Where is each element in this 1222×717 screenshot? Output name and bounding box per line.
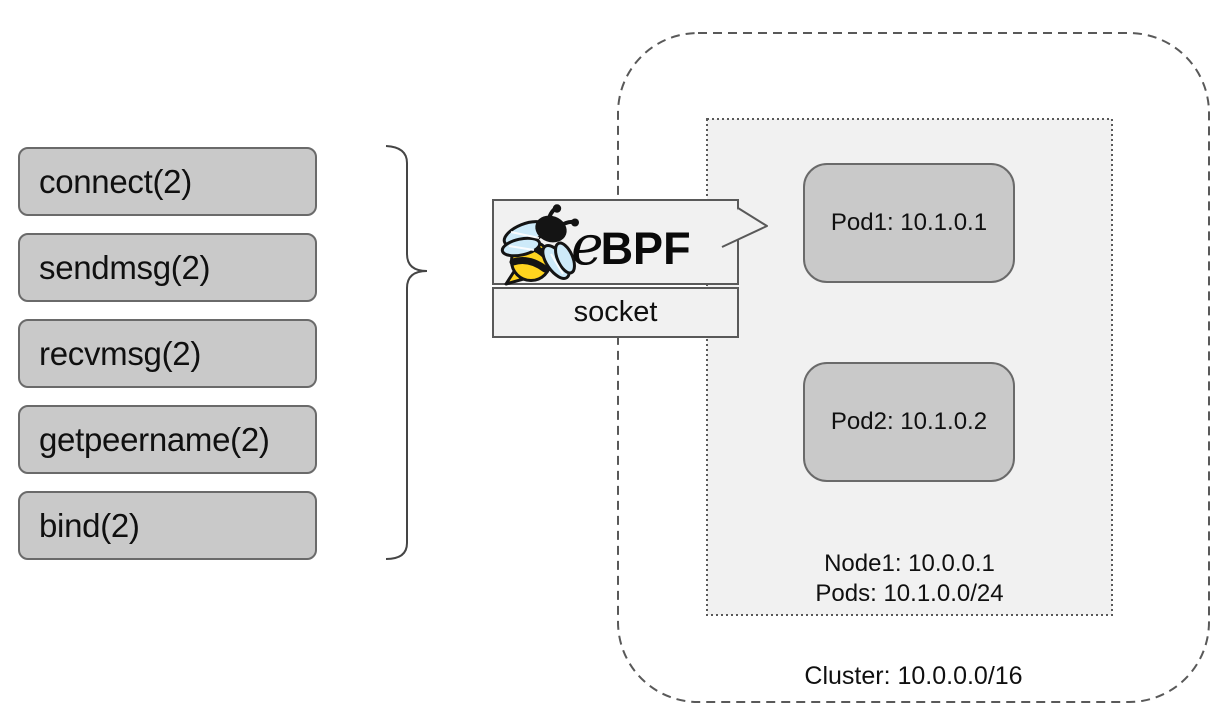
cluster-label: Cluster: 10.0.0.0/16 xyxy=(804,662,1023,690)
ebpf-bee-icon xyxy=(500,204,579,286)
pod1-box: Pod1: 10.1.0.1 xyxy=(803,163,1015,283)
syscall-label: bind(2) xyxy=(39,506,140,544)
pod2-label: Pod2: 10.1.0.2 xyxy=(830,408,988,435)
ebpf-logo-text: eBPF xyxy=(571,218,691,277)
syscall-box-getpeername: getpeername(2) xyxy=(18,405,317,474)
syscall-box-connect: connect(2) xyxy=(18,147,317,216)
syscall-box-recvmsg: recvmsg(2) xyxy=(18,319,317,388)
callout-pointer xyxy=(721,207,768,248)
pod2-box: Pod2: 10.1.0.2 xyxy=(803,362,1015,482)
node-label-line2: Pods: 10.1.0.0/24 xyxy=(815,580,1004,607)
callout-pointer-fill xyxy=(722,208,767,247)
syscall-label: sendmsg(2) xyxy=(39,248,211,286)
syscall-label: recvmsg(2) xyxy=(39,334,202,372)
syscall-label: getpeername(2) xyxy=(39,420,270,458)
socket-hook-box xyxy=(492,287,739,338)
socket-label: socket xyxy=(573,296,658,328)
syscall-box-sendmsg: sendmsg(2) xyxy=(18,233,317,302)
node-label: Node1: 10.0.0.1 Pods: 10.1.0.0/24 xyxy=(707,549,1112,609)
syscall-box-bind: bind(2) xyxy=(18,491,317,560)
node-label-line1: Node1: 10.0.0.1 xyxy=(824,550,995,577)
syscall-label: connect(2) xyxy=(39,162,192,200)
ebpf-logo-e: e xyxy=(571,213,604,277)
grouping-brace xyxy=(385,145,428,560)
cluster-boundary xyxy=(617,32,1210,703)
ebpf-logo-bpf: BPF xyxy=(600,223,691,274)
pod1-label: Pod1: 10.1.0.1 xyxy=(830,209,988,236)
